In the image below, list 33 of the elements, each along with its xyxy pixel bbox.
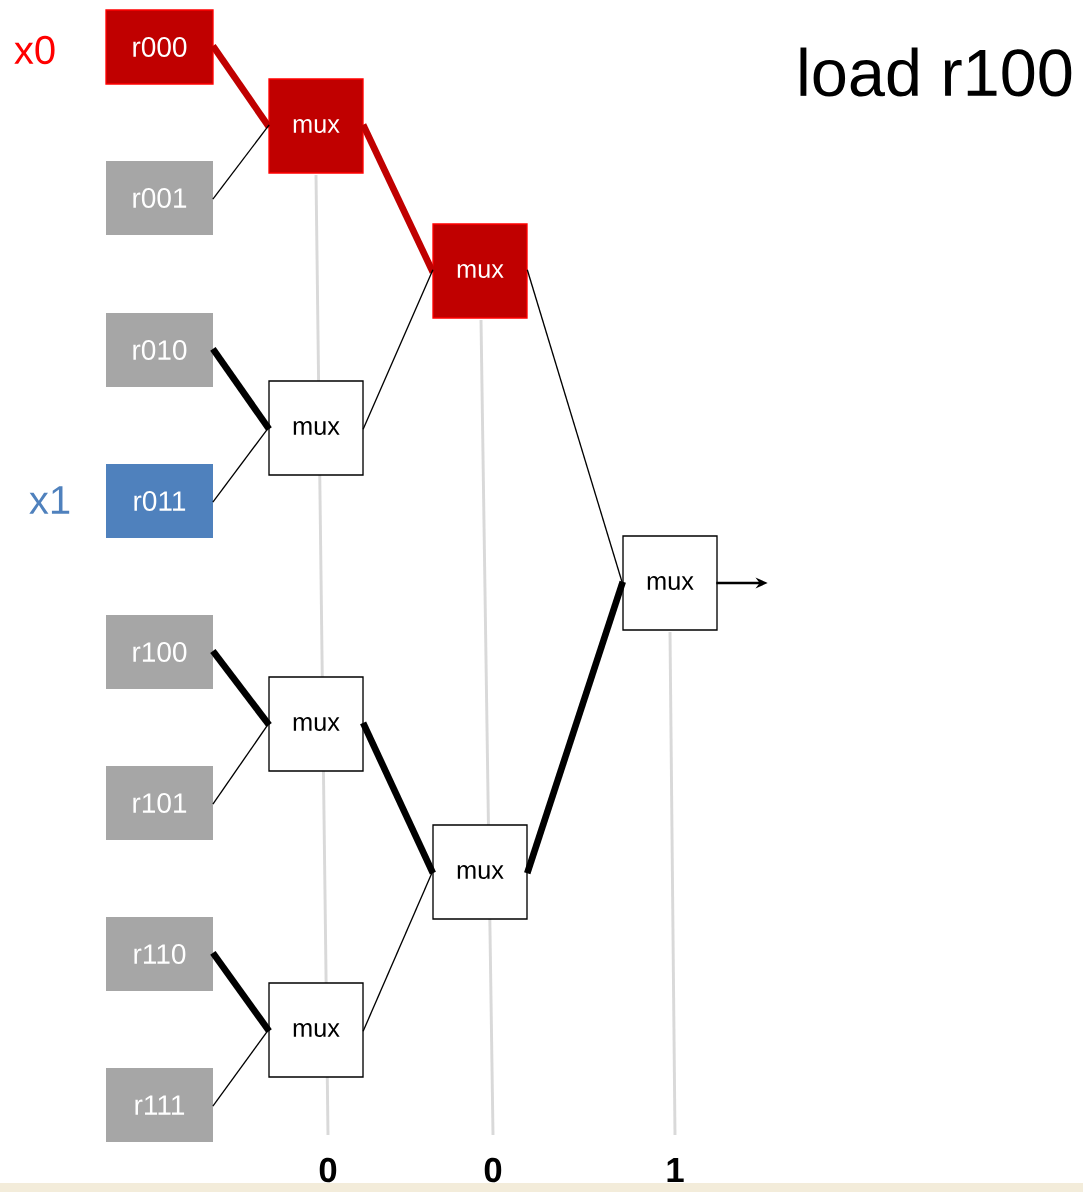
register-box: r110 [106, 917, 213, 991]
connector-line [524, 580, 626, 875]
connector-line [360, 721, 436, 875]
connector-line [210, 648, 272, 728]
connector-line [212, 722, 270, 805]
register-box: r101 [106, 766, 213, 840]
register-box: r100 [106, 615, 213, 689]
mux-box: mux [432, 223, 528, 319]
input-label: x1 [29, 486, 70, 514]
connector-line [362, 269, 434, 430]
connector-line [212, 124, 270, 200]
mux-box: mux [622, 535, 718, 631]
connector-line [210, 951, 272, 1034]
connector-line [210, 44, 272, 129]
mux-box: mux [268, 676, 364, 772]
select-bit: 0 [319, 1157, 337, 1183]
input-label: x0 [14, 35, 55, 65]
select-bit: 0 [484, 1157, 502, 1183]
register-box: r111 [106, 1068, 213, 1142]
connector-line [360, 123, 436, 274]
mux-box: mux [268, 78, 364, 174]
mux-box: mux [432, 824, 528, 920]
select-bit: 1 [667, 1158, 684, 1182]
connector-line [362, 870, 434, 1032]
connector-line [526, 269, 624, 585]
mux-box: mux [268, 380, 364, 476]
register-box: r010 [106, 313, 213, 387]
register-box: r000 [105, 9, 214, 85]
mux-box: mux [268, 982, 364, 1078]
register-box: r001 [106, 161, 213, 235]
register-box: r011 [106, 464, 213, 538]
title: load r100 [800, 47, 1072, 97]
connector-line [210, 347, 272, 431]
